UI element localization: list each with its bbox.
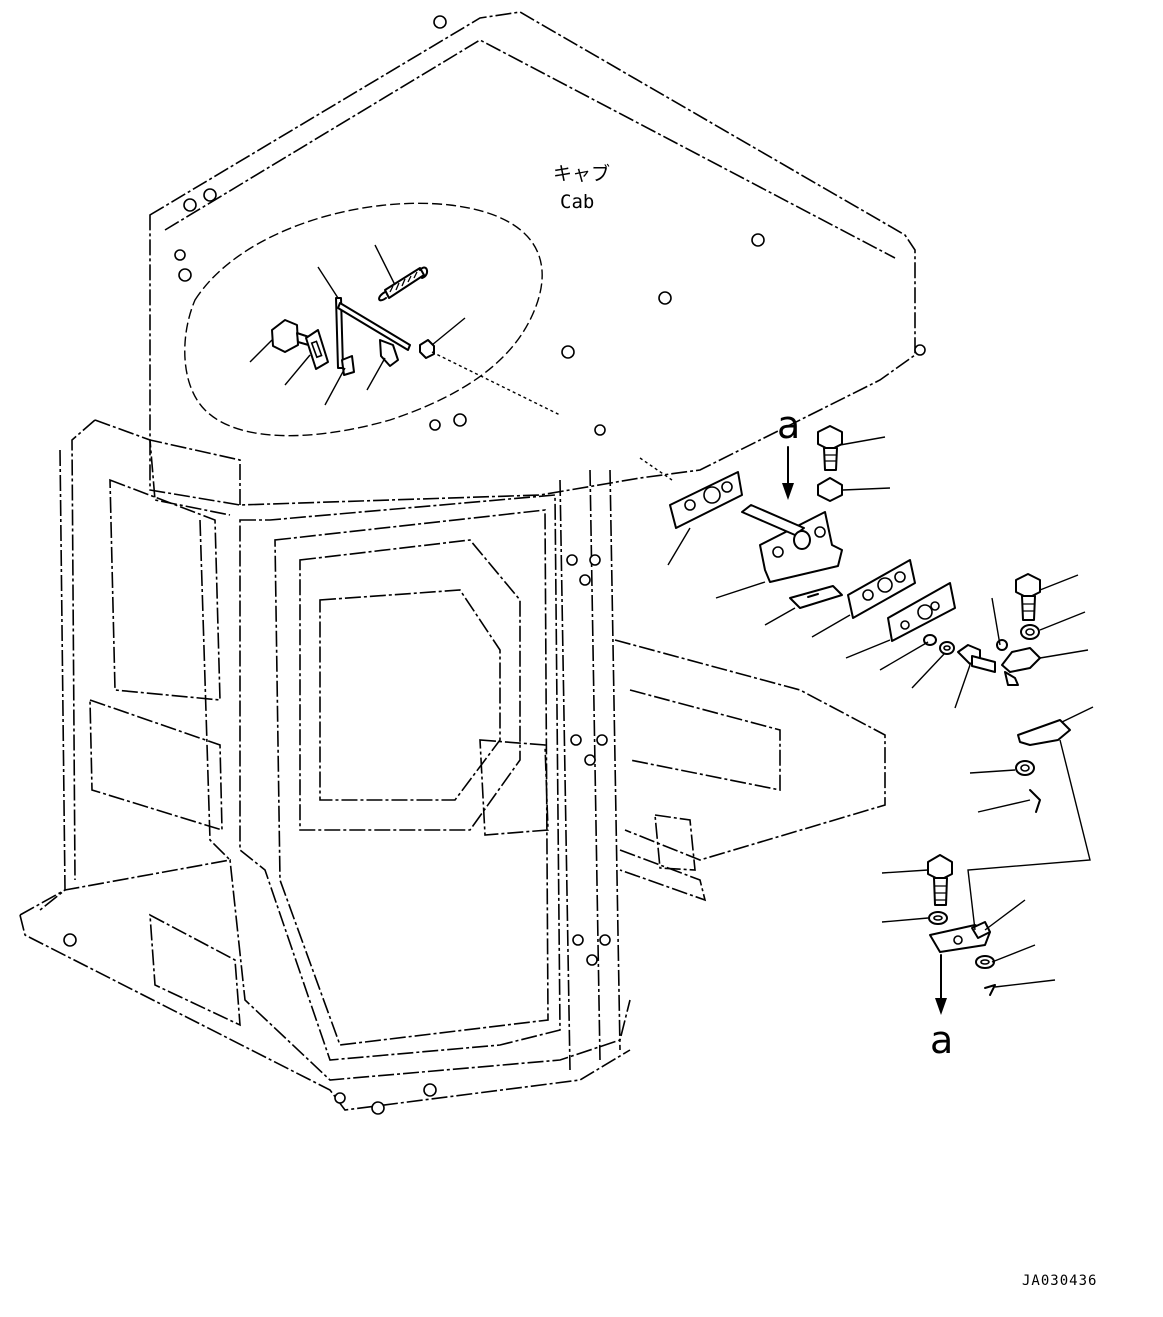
roof-leaders: [249, 244, 561, 416]
hinge-assembly: [669, 425, 1071, 813]
detail-region-outline: [184, 202, 543, 437]
alignment-lines: [639, 457, 1091, 931]
lower-hinge-assembly: [927, 854, 996, 996]
roof-bolts: [63, 15, 926, 1115]
reference-arrows: [782, 446, 947, 1015]
pillar-hinge-holes: [566, 554, 611, 966]
cab-label-jp: キャブ: [553, 162, 610, 185]
drawing-code: JA030436: [1022, 1273, 1097, 1289]
ref-label-top: a: [777, 403, 800, 447]
spring-assembly: [271, 266, 435, 376]
cab-phantom-outline: [19, 11, 916, 1111]
cab-label-en: Cab: [560, 191, 594, 213]
hinge-leaders: [667, 436, 1094, 988]
ref-label-bottom: a: [930, 1018, 953, 1062]
